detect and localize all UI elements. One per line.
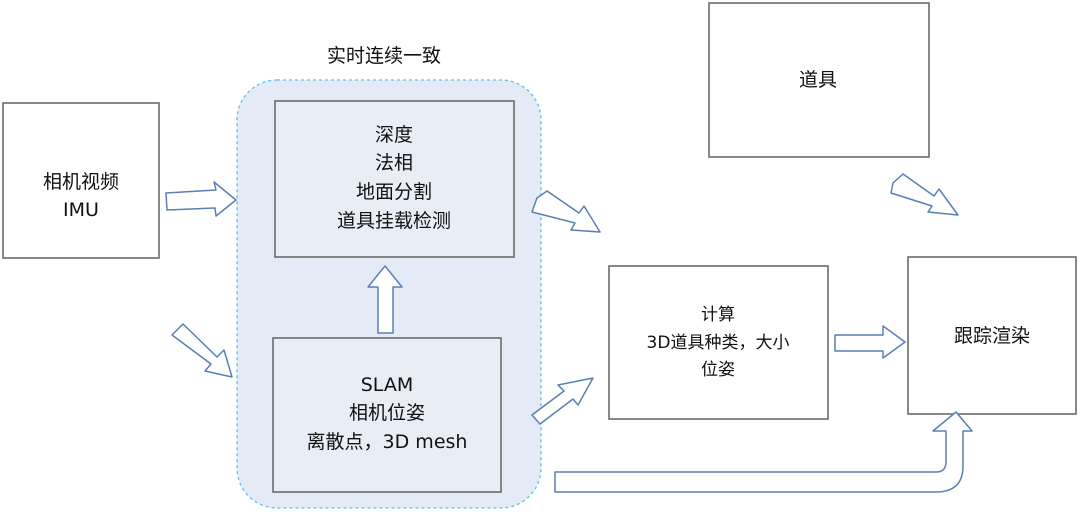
render-label: 跟踪渲染 [954, 325, 1030, 347]
render-box [907, 256, 1077, 415]
input-line-2: IMU [63, 199, 99, 221]
input-box [2, 102, 160, 259]
compute-line-1: 计算 [701, 305, 735, 325]
arrow-bypass-to-render [554, 411, 973, 493]
perception-line-1: 深度 [375, 124, 413, 146]
perception-line-3: 地面分割 [356, 181, 432, 203]
compute-box [608, 265, 829, 420]
input-line-1: 相机视频 [43, 171, 119, 193]
props-label: 道具 [799, 69, 837, 91]
slam-line-2: 相机位姿 [349, 402, 425, 424]
compute-line-3: 位姿 [701, 360, 735, 380]
perception-line-2: 法相 [375, 152, 413, 174]
arrow-perception-to-compute [531, 190, 601, 233]
slam-line-3: 离散点，3D mesh [307, 431, 468, 453]
arrow-input-to-perception [165, 181, 237, 217]
arrow-slam-to-compute [531, 377, 594, 425]
perception-box [274, 100, 515, 258]
compute-line-2: 3D道具种类，大小 [647, 333, 790, 353]
arrow-compute-to-render [834, 325, 906, 359]
slam-box [272, 337, 502, 493]
arrow-props-to-render [890, 173, 959, 216]
group-title: 实时连续一致 [327, 45, 441, 67]
slam-line-1: SLAM [361, 374, 413, 396]
arrow-slam-to-perception [367, 265, 403, 334]
arrow-input-to-slam [171, 323, 233, 378]
props-box [708, 2, 930, 158]
perception-line-4: 道具挂载检测 [337, 210, 451, 232]
